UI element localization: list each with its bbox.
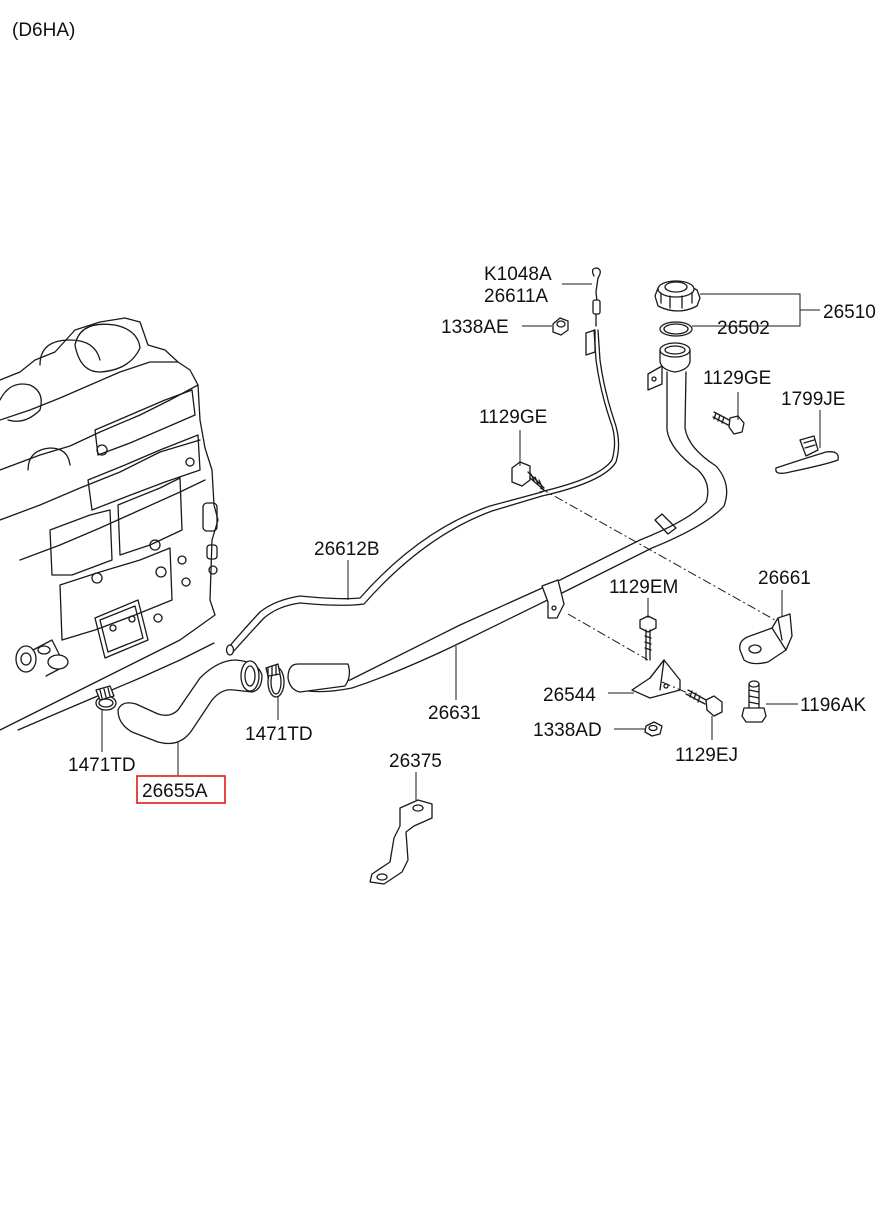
label-1129ej[interactable]: 1129EJ xyxy=(675,745,738,766)
bolt-1129ge-left xyxy=(511,461,545,491)
label-26611a[interactable]: 26611A xyxy=(484,286,548,307)
label-26655a-selected[interactable]: 26655A xyxy=(142,781,208,802)
label-1471td-left[interactable]: 1471TD xyxy=(68,755,136,776)
label-1129ge-top[interactable]: 1129GE xyxy=(703,368,771,389)
hose-26655a xyxy=(117,659,263,745)
o-ring-26502 xyxy=(659,321,693,337)
label-1338ad[interactable]: 1338AD xyxy=(533,720,602,741)
label-26631[interactable]: 26631 xyxy=(428,703,481,724)
bolt-1129em xyxy=(639,615,657,661)
selected-part-highlight-box xyxy=(136,775,226,804)
dipstick-guide-tube-26612b xyxy=(225,491,543,656)
bracket-26661 xyxy=(739,613,793,665)
part-labels: K1048A 26611A 1338AE 26510 26502 1129GE … xyxy=(68,264,876,804)
dipstick-26611a xyxy=(539,267,620,497)
label-26612b[interactable]: 26612B xyxy=(314,539,380,560)
cable-tie-1799je xyxy=(775,435,839,474)
hose-clamp-1471td-right xyxy=(265,663,285,698)
nut-1338ad xyxy=(644,721,663,737)
hose-clamp-1471td-left xyxy=(95,685,117,711)
label-1129em[interactable]: 1129EM xyxy=(609,577,678,598)
bolt-1129ge-top xyxy=(712,411,745,435)
label-26502[interactable]: 26502 xyxy=(717,318,770,339)
diagram-title: (D6HA) xyxy=(12,20,75,41)
label-26375[interactable]: 26375 xyxy=(389,751,442,772)
label-1338ae[interactable]: 1338AE xyxy=(441,317,509,338)
oil-filler-cap-26510 xyxy=(654,280,701,312)
label-1471td-right[interactable]: 1471TD xyxy=(245,724,313,745)
bolt-1129ej xyxy=(685,689,723,717)
label-26661[interactable]: 26661 xyxy=(758,568,811,589)
leader-lines xyxy=(101,283,821,800)
nut-1338ae xyxy=(552,317,569,336)
engine-block-illustration xyxy=(0,317,219,731)
assembly-guide-lines xyxy=(539,487,776,695)
oil-filler-tube-26631 xyxy=(287,342,728,693)
label-26544[interactable]: 26544 xyxy=(543,685,596,706)
label-1799je[interactable]: 1799JE xyxy=(781,389,845,410)
bracket-26375 xyxy=(369,799,433,885)
label-k1048a[interactable]: K1048A xyxy=(484,264,552,285)
bolt-1196ak xyxy=(741,680,767,723)
label-1196ak[interactable]: 1196AK xyxy=(800,695,867,716)
label-1129ge-left[interactable]: 1129GE xyxy=(479,407,547,428)
label-26510[interactable]: 26510 xyxy=(823,302,876,323)
bracket-26544 xyxy=(631,659,681,699)
